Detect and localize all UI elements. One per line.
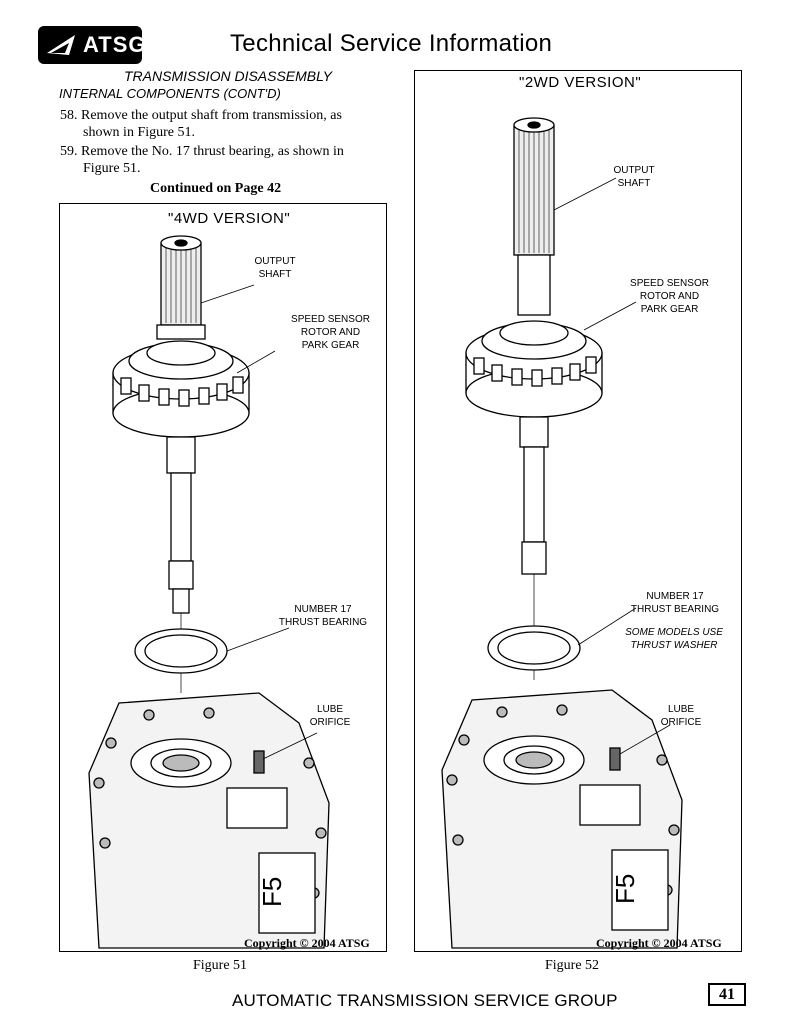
header-title: Technical Service Information [230,30,553,57]
figure-51-caption: Figure 51 [193,958,248,973]
section-subtitle: INTERNAL COMPONENTS (CONT'D) [59,86,281,101]
step-58-line1: 58. Remove the output shaft from transmi… [60,108,342,123]
figure-52-title: "2WD VERSION" [519,74,642,91]
figure-52-caption: Figure 52 [545,958,600,973]
continued-note: Continued on Page 42 [150,181,282,196]
figure-51-copyright: Copyright © 2004 ATSG [244,936,370,950]
logo-text: ATSG [83,32,147,57]
case-stamp-text-2: F5 [610,874,640,904]
footer-text: AUTOMATIC TRANSMISSION SERVICE GROUP [232,991,618,1010]
figure-51-title: "4WD VERSION" [168,210,291,227]
figure-51-panel [59,203,387,952]
page-number: 41 [708,983,746,1006]
case-stamp-text: F5 [257,877,287,907]
figure-52-illustration: F5 [441,117,683,949]
atsg-logo: ATSG [38,26,145,64]
step-58-line2: shown in Figure 51. [83,125,195,140]
logo-emblem-icon [47,35,75,55]
step-59-line2: Figure 51. [83,161,141,176]
section-title: TRANSMISSION DISASSEMBLY [124,68,332,84]
step-59: 59. Remove the No. 17 thrust bearing, as… [60,143,380,177]
figure-52-panel [414,70,742,952]
figure-51-illustration: F5 [88,235,330,949]
figure-52-copyright: Copyright © 2004 ATSG [596,936,722,950]
step-58: 58. Remove the output shaft from transmi… [60,107,380,141]
step-59-line1: 59. Remove the No. 17 thrust bearing, as… [60,144,344,159]
